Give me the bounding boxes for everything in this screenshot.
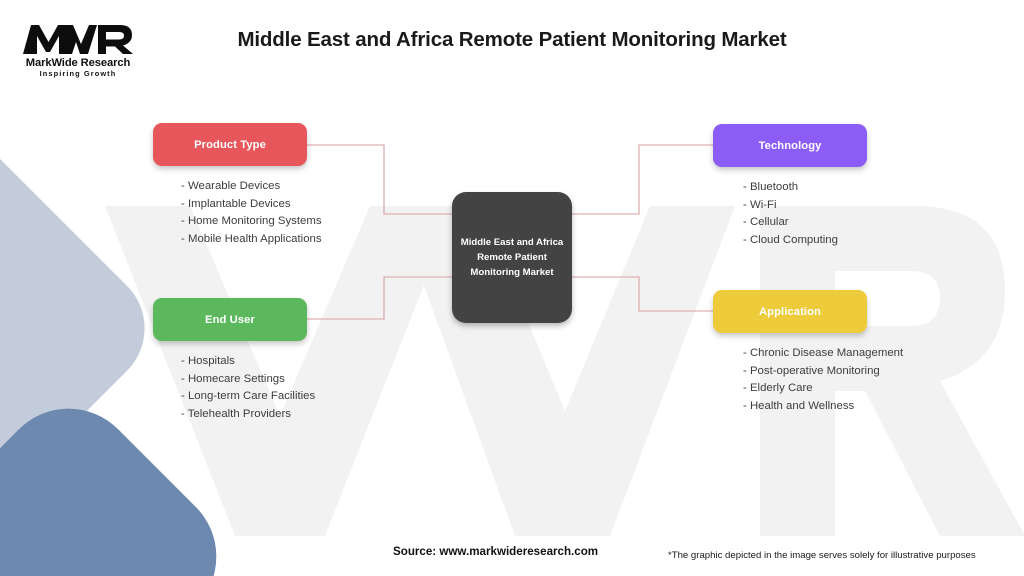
list-item: - Wearable Devices: [181, 180, 281, 192]
list-item: - Health and Wellness: [743, 399, 855, 412]
list-item: - Post-operative Monitoring: [743, 364, 880, 377]
branch-pill-application[interactable]: Application: [713, 290, 867, 333]
center-node[interactable]: Middle East and Africa Remote Patient Mo…: [452, 192, 572, 323]
branch-pill-technology[interactable]: Technology: [713, 124, 867, 167]
branch-label-technology: Technology: [758, 139, 822, 152]
branch-pill-product-type[interactable]: Product Type: [153, 123, 307, 166]
branch-items-technology: - Bluetooth - Wi-Fi - Cellular - Cloud C…: [713, 179, 867, 249]
branch-items-application: - Chronic Disease Management - Post-oper…: [713, 345, 904, 415]
list-item: - Chronic Disease Management: [743, 347, 904, 359]
disclaimer-text: *The graphic depicted in the image serve…: [668, 550, 976, 561]
list-item: - Mobile Health Applications: [181, 232, 322, 245]
logo-tagline: Inspiring Growth: [39, 69, 117, 78]
branch-product-type: Product Type - Wearable Devices - Implan…: [153, 123, 322, 248]
branch-pill-end-user[interactable]: End User: [153, 298, 307, 341]
list-item: - Long-term Care Facilities: [181, 390, 316, 403]
decorative-shape-light-blue: [0, 151, 170, 541]
branch-application: Application - Chronic Disease Management…: [713, 290, 904, 415]
page-title: Middle East and Africa Remote Patient Mo…: [237, 28, 787, 51]
mwr-logo-icon: [23, 25, 133, 54]
list-item: - Elderly Care: [743, 382, 813, 395]
branch-label-product-type: Product Type: [194, 138, 266, 151]
branch-technology: Technology - Bluetooth - Wi-Fi - Cellula…: [713, 124, 867, 249]
branch-label-end-user: End User: [205, 313, 255, 326]
list-item: - Hospitals: [181, 355, 235, 367]
list-item: - Cellular: [743, 216, 789, 229]
list-item: - Telehealth Providers: [181, 407, 291, 420]
connector-end-user: [307, 276, 452, 320]
list-item: - Implantable Devices: [181, 197, 291, 210]
branch-items-product-type: - Wearable Devices - Implantable Devices…: [153, 178, 322, 248]
list-item: - Home Monitoring Systems: [181, 215, 322, 228]
connector-technology: [572, 144, 713, 215]
logo-company-name: MarkWide Research: [25, 57, 131, 69]
branch-label-application: Application: [758, 305, 821, 318]
company-logo: MarkWide Research Inspiring Growth: [16, 22, 140, 84]
branch-end-user: End User - Hospitals - Homecare Settings…: [153, 298, 316, 423]
connector-application: [572, 276, 713, 312]
list-item: - Homecare Settings: [181, 372, 285, 385]
branch-items-end-user: - Hospitals - Homecare Settings - Long-t…: [153, 353, 316, 423]
list-item: - Wi-Fi: [743, 198, 777, 211]
connector-product-type: [307, 144, 452, 215]
list-item: - Cloud Computing: [743, 233, 838, 246]
list-item: - Bluetooth: [743, 181, 799, 193]
source-text[interactable]: Source: www.markwideresearch.com: [393, 545, 599, 558]
center-node-label: Middle East and Africa Remote Patient Mo…: [460, 237, 564, 278]
